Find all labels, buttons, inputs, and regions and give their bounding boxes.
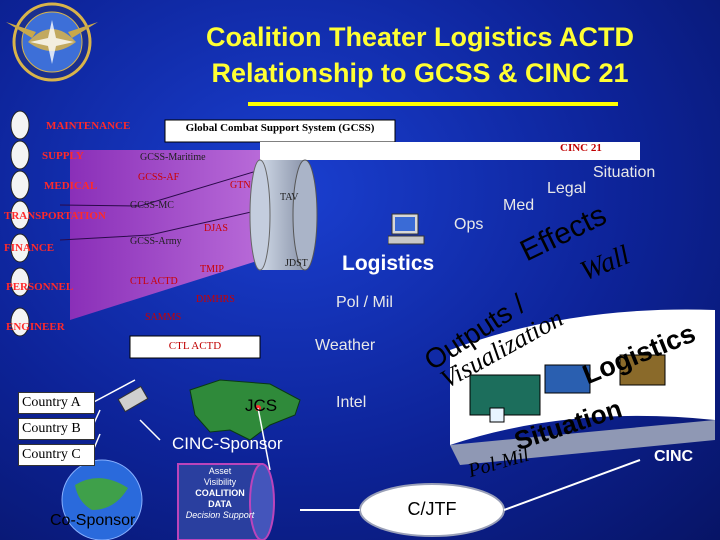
- radial-med: Med: [503, 197, 534, 215]
- cjtf-label: C/JTF: [360, 499, 504, 520]
- asset-line-3: COALITION: [178, 488, 262, 499]
- sys-jdst: JDST: [285, 258, 308, 269]
- sys-gcss-af: GCSS-AF: [138, 172, 179, 183]
- sys-gcss-mc: GCSS-MC: [130, 200, 174, 211]
- radial-weather: Weather: [315, 337, 375, 355]
- func-supply: SUPPLY: [42, 150, 84, 162]
- co-sponsor-label: Co-Sponsor: [50, 512, 135, 530]
- satellite-icon: [118, 386, 148, 411]
- country-a: Country A: [18, 392, 95, 414]
- radial-pol-mil: Pol / Mil: [336, 294, 393, 312]
- sys-gcss-maritime: GCSS-Maritime: [140, 152, 206, 163]
- function-rings: [11, 111, 29, 336]
- ctl-actd-box-label: CTL ACTD: [130, 340, 260, 352]
- title-underline: [248, 102, 618, 106]
- func-medical: MEDICAL: [44, 180, 97, 192]
- gcss-label: Global Combat Support System (GCSS): [165, 122, 395, 134]
- sys-tmip: TMIP: [200, 264, 224, 275]
- title-line-2: Relationship to GCSS & CINC 21: [150, 56, 690, 90]
- sys-samms: SAMMS: [145, 312, 181, 323]
- asset-line-4: DATA: [178, 499, 262, 510]
- asset-line-2: Visibility: [178, 477, 262, 488]
- radial-situation: Situation: [593, 164, 655, 182]
- func-engineer: ENGINEER: [6, 321, 65, 333]
- sys-ctl-actd-inner: CTL ACTD: [130, 276, 178, 287]
- sys-gtn: GTN: [230, 180, 251, 191]
- asset-box-text: Asset Visibility COALITION DATA Decision…: [178, 466, 262, 521]
- sys-tav: TAV: [280, 192, 298, 203]
- func-maintenance: MAINTENANCE: [46, 120, 130, 132]
- radial-legal: Legal: [547, 180, 586, 198]
- sys-gcss-army: GCSS-Army: [130, 236, 182, 247]
- sys-djas: DJAS: [204, 223, 228, 234]
- sys-dimhrs: DIMHRS: [196, 294, 235, 305]
- cinc21-label: CINC 21: [560, 142, 602, 154]
- asset-line-1: Asset: [178, 466, 262, 477]
- func-personnel: PERSONNEL: [6, 281, 73, 293]
- country-b: Country B: [18, 418, 95, 440]
- cinc-sponsor-label: CINC-Sponsor: [172, 434, 283, 454]
- title-line-1: Coalition Theater Logistics ACTD: [150, 20, 690, 54]
- jcs-label: JCS: [245, 396, 277, 416]
- country-c: Country C: [18, 444, 95, 466]
- func-finance: FINANCE: [4, 242, 54, 254]
- func-transportation: TRANSPORTATION: [4, 210, 106, 222]
- cinc-label: CINC: [654, 448, 693, 466]
- seal-logo: [2, 2, 112, 84]
- asset-line-5: Decision Support: [178, 510, 262, 521]
